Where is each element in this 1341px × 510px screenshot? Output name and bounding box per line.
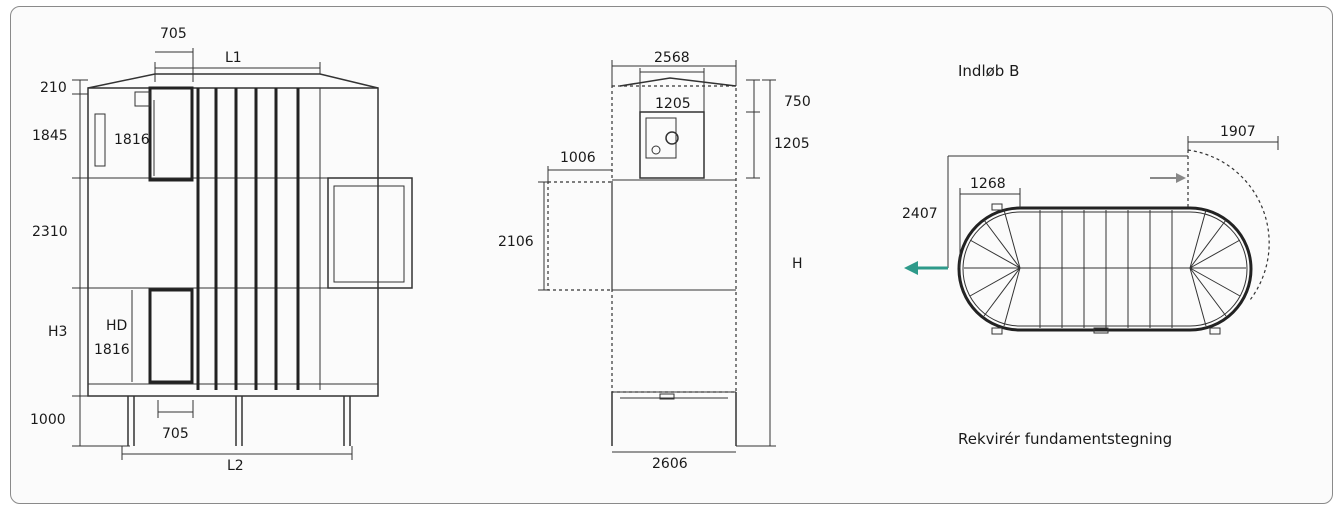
stair-track — [957, 206, 1253, 332]
front-dim-l1: L1 — [225, 50, 242, 66]
side-dim-2568: 2568 — [654, 50, 690, 66]
front-door-bottom — [148, 288, 194, 384]
side-platform — [547, 181, 613, 291]
side-dim-2606: 2606 — [652, 456, 688, 472]
front-extension — [327, 177, 413, 289]
stair-title: Indløb B — [958, 62, 1019, 80]
front-window — [94, 113, 106, 167]
front-stair-bars — [196, 88, 321, 390]
side-dim-h: H — [792, 256, 803, 272]
front-box — [134, 91, 151, 107]
stair-note: Rekvirér fundamentstegning — [958, 430, 1172, 448]
front-door-top — [148, 86, 194, 182]
front-roof — [87, 73, 379, 89]
front-dim-1816-bottom: 1816 — [94, 342, 130, 358]
stair-treads — [964, 209, 1246, 328]
front-dim-l2: L2 — [227, 458, 244, 474]
stair-dim-1268: 1268 — [970, 176, 1006, 192]
side-dim-750: 750 — [784, 94, 811, 110]
side-roof — [619, 77, 737, 87]
side-view: 2568 1205 750 1205 1006 2106 H 2606 — [498, 50, 811, 472]
front-view: 705 L1 210 1845 1816 2310 H3 HD 1816 100… — [30, 26, 413, 474]
side-dim-1006: 1006 — [560, 150, 596, 166]
side-dim-1205-top: 1205 — [655, 96, 691, 112]
side-dim-2106: 2106 — [498, 234, 534, 250]
stair-entry-arrow — [1150, 173, 1186, 183]
front-dim-2310: 2310 — [32, 224, 68, 240]
stair-exit-arrow — [904, 261, 948, 275]
front-dim-705-bottom: 705 — [162, 426, 189, 442]
front-dim-h3: H3 — [48, 324, 67, 340]
front-dim-1845: 1845 — [32, 128, 68, 144]
side-machine — [639, 111, 705, 179]
stair-dim-2407: 2407 — [902, 206, 938, 222]
stair-plan-view: Indløb B — [902, 62, 1279, 448]
side-dim-1205-right: 1205 — [774, 136, 810, 152]
front-dim-1000: 1000 — [30, 412, 66, 428]
front-dim-1816-top: 1816 — [114, 132, 150, 148]
front-body — [87, 87, 379, 397]
stair-dim-1907: 1907 — [1220, 124, 1256, 140]
front-dim-hd: HD — [106, 318, 127, 334]
front-dim-210: 210 — [40, 80, 67, 96]
front-dim-705-top: 705 — [160, 26, 187, 42]
drawing-frame — [10, 6, 1333, 504]
stair-swing-arc — [1187, 149, 1270, 301]
front-legs — [127, 396, 351, 446]
